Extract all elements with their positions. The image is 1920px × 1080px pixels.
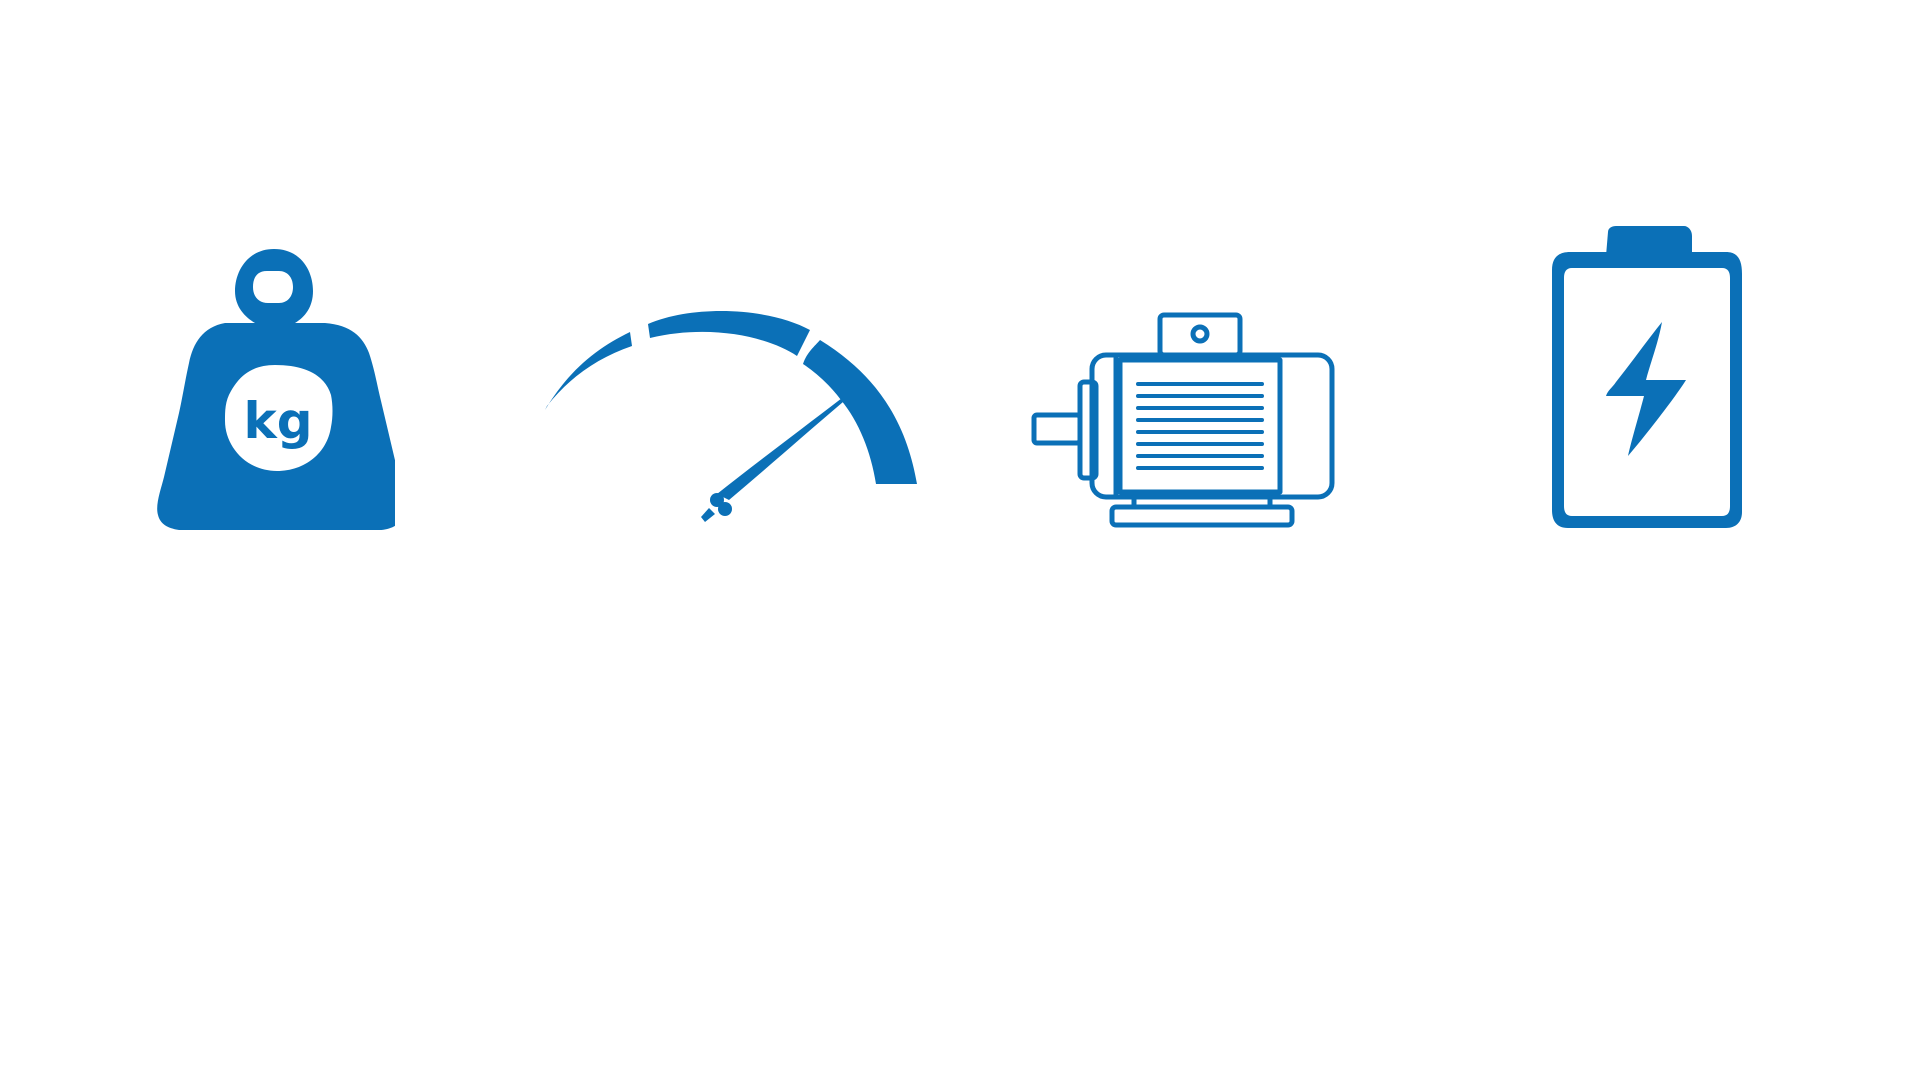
battery-terminal	[1606, 226, 1692, 256]
gauge-arc-top	[648, 311, 810, 356]
gauge-pivot	[710, 493, 724, 507]
weight-ring	[235, 249, 313, 323]
motor-stator	[1117, 357, 1283, 495]
gauge-arc-left	[545, 332, 632, 410]
motor-cooling-fins	[1136, 382, 1264, 470]
motor-shaft	[1031, 412, 1083, 446]
lightning-bolt-icon	[1606, 322, 1686, 456]
motor-terminal-bolt	[1190, 324, 1210, 344]
electric-motor-icon	[1031, 312, 1335, 528]
weight-body	[157, 323, 395, 530]
weight-icon: kg	[157, 249, 395, 530]
motor-body	[1089, 352, 1335, 500]
battery-charging-icon	[1552, 226, 1742, 528]
gauge-arc-right	[803, 340, 917, 484]
motor-terminal-box	[1157, 312, 1243, 358]
speedometer-icon	[545, 311, 917, 522]
weight-label: kg	[243, 392, 312, 450]
gauge-pivot-b	[718, 502, 732, 516]
gauge-needle	[717, 398, 843, 500]
motor-base	[1109, 504, 1295, 528]
gauge-needle-tail	[701, 508, 715, 522]
